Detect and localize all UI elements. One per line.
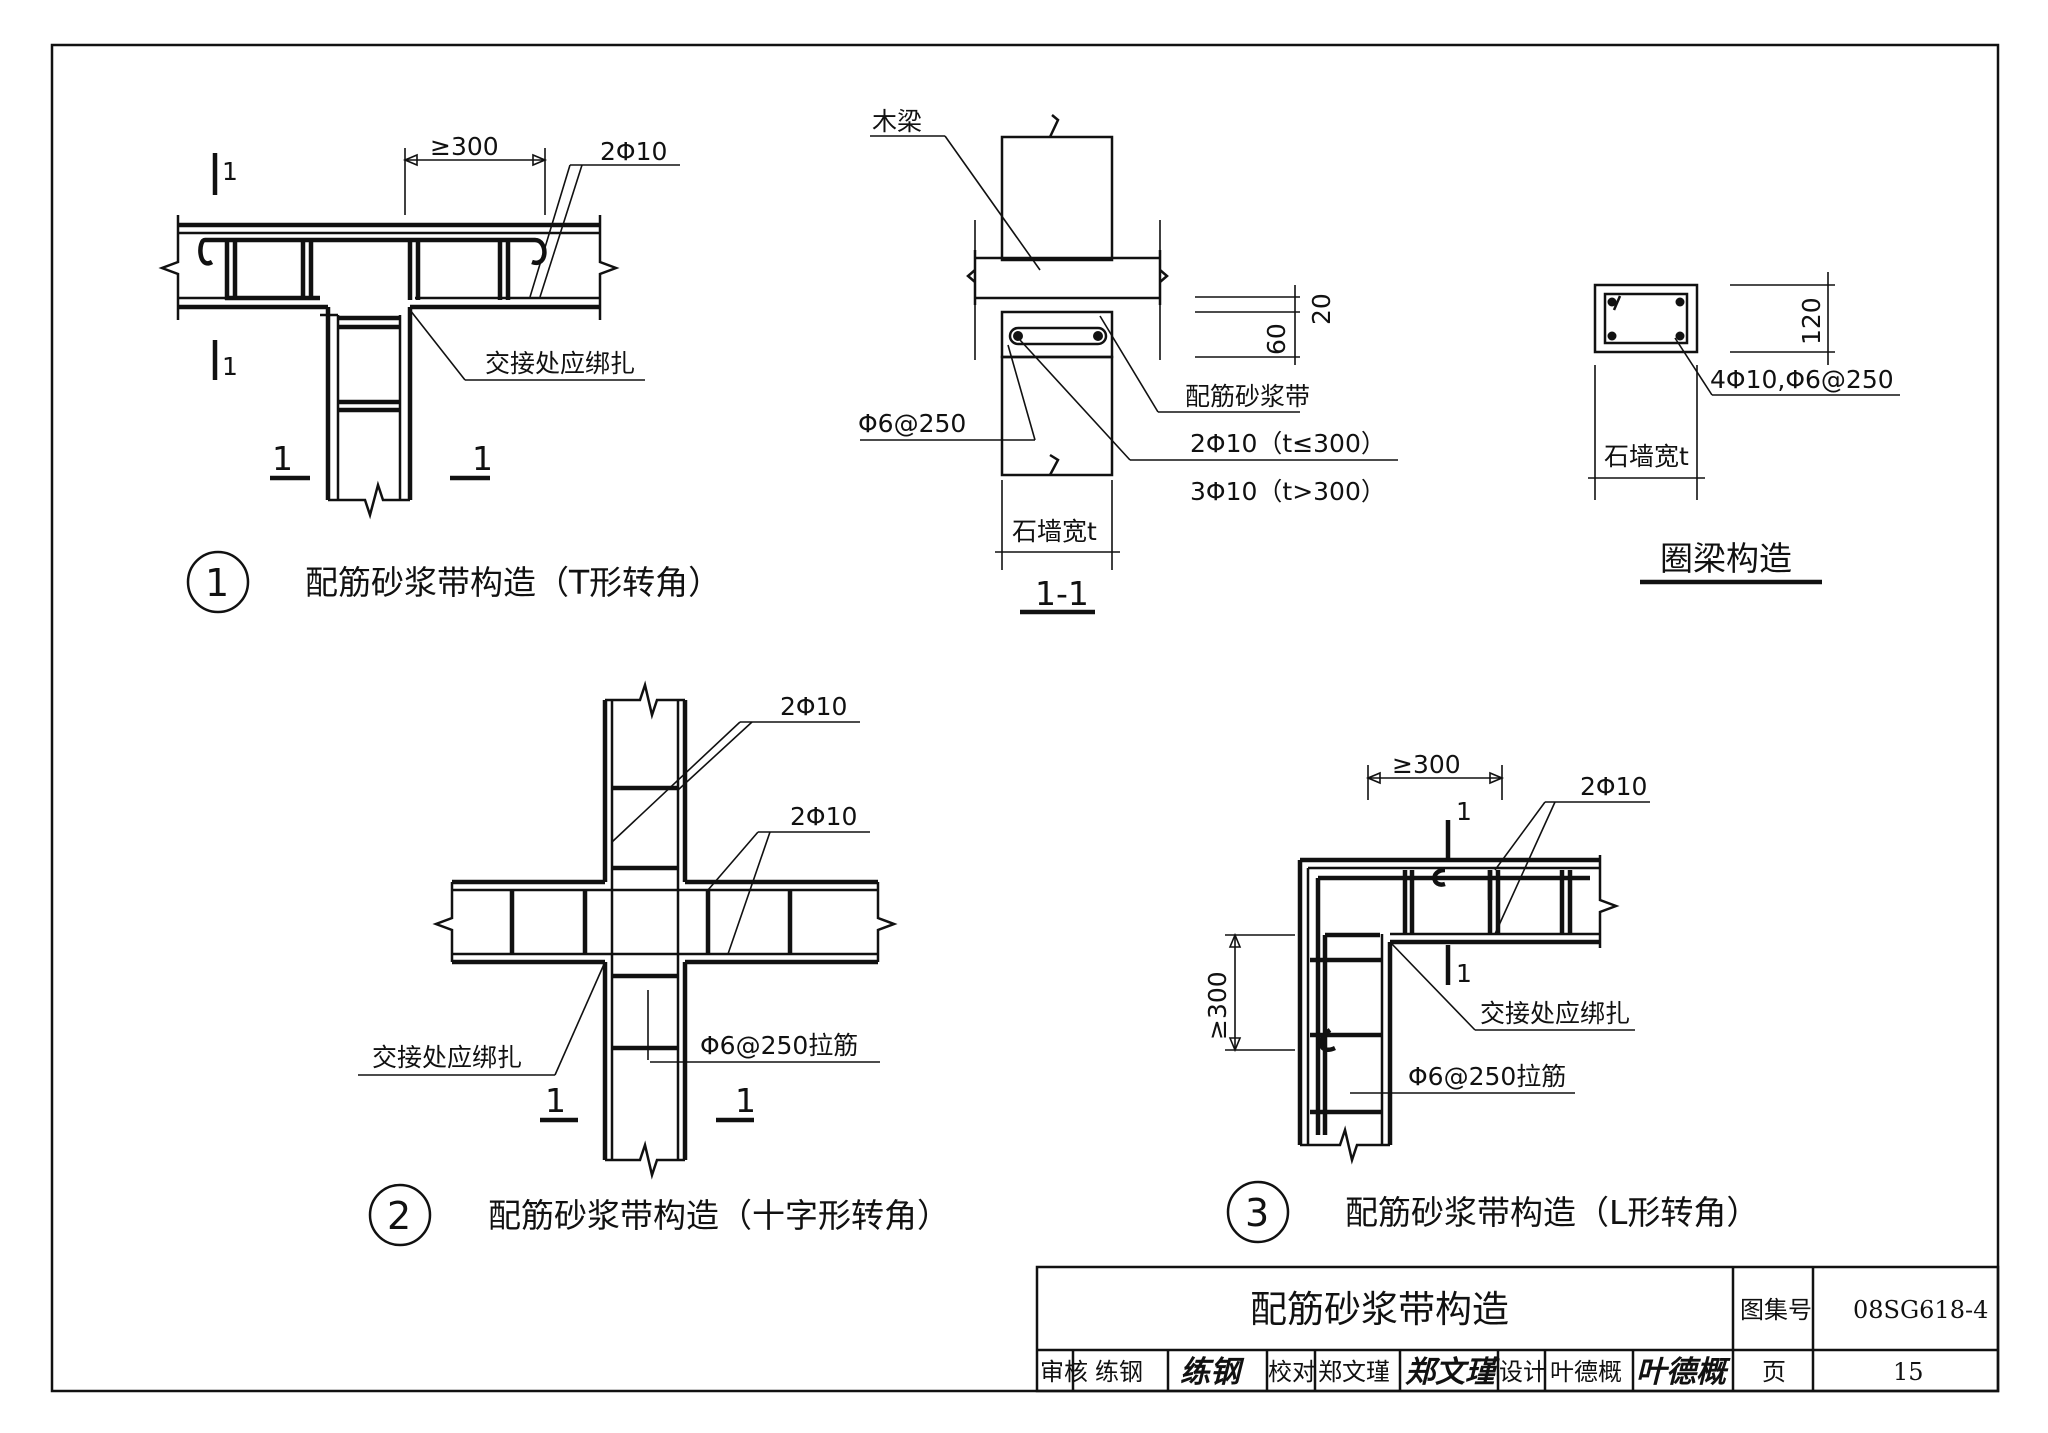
figure-number-circle-2 <box>368 1183 432 1247</box>
figure-1-t-corner: 1 1 1 1 ≥300 2Φ10 交接处应绑扎 1 配筋砂浆带构造（T形转角） <box>158 132 721 614</box>
section-mark-top: 1 <box>1456 797 1472 826</box>
figure-2-cross-corner: 2Φ10 2Φ10 交接处应绑扎 Φ6@250拉筋 1 1 2 配筋砂浆带构造（… <box>358 680 950 1247</box>
tie-note: 交接处应绑扎 <box>1480 999 1630 1028</box>
figure-number-1: 1 <box>205 561 229 605</box>
link-note: Φ6@250拉筋 <box>1408 1062 1566 1091</box>
section-mark-right: 1 <box>735 1081 756 1120</box>
section-mark-left: 1 <box>272 439 293 478</box>
rebar-note-vertical: 2Φ10 <box>780 692 847 721</box>
figure-1-caption: 配筋砂浆带构造（T形转角） <box>305 563 721 602</box>
figure-number-circle-3 <box>1226 1180 1290 1244</box>
wood-beam-label: 木梁 <box>872 107 922 136</box>
page-number: 15 <box>1893 1358 1924 1386</box>
design-label: 设计 <box>1499 1358 1547 1386</box>
section-mark-right: 1 <box>472 439 493 478</box>
figure-number-2: 2 <box>387 1194 411 1238</box>
dimension-min-300-v: ≥300 <box>1203 971 1232 1040</box>
reviewer-name: 练钢 <box>1095 1358 1143 1386</box>
dimension-min-300: ≥300 <box>430 132 499 161</box>
reviewer-signature: 练钢 <box>1180 1355 1245 1390</box>
dimension-min-300-h: ≥300 <box>1392 750 1461 779</box>
figure-2-caption: 配筋砂浆带构造（十字形转角） <box>488 1196 950 1235</box>
section-title: 1-1 <box>1035 574 1089 613</box>
sheet-border <box>50 43 2000 1393</box>
mortar-band-label: 配筋砂浆带 <box>1185 382 1310 411</box>
section-1-1: 木梁 20 60 配筋砂浆带 Φ6@250 2Φ10（t≤300） 3Φ10（t… <box>858 107 1398 615</box>
checker-signature: 郑文瑾 <box>1405 1355 1500 1390</box>
dimension-120: 120 <box>1797 297 1826 345</box>
link-note: Φ6@250拉筋 <box>700 1031 858 1060</box>
section-mark-bottom: 1 <box>1456 959 1472 988</box>
review-label: 审核 <box>1040 1358 1088 1386</box>
wall-width-label: 石墙宽t <box>1012 517 1097 546</box>
rebar-thick-wall: 3Φ10（t>300） <box>1190 477 1386 506</box>
figure-3-caption: 配筋砂浆带构造（L形转角） <box>1345 1193 1759 1232</box>
drawing-title: 配筋砂浆带构造 <box>1250 1288 1509 1331</box>
rebar-note-2phi10: 2Φ10 <box>1580 772 1647 801</box>
atlas-number: 08SG618-4 <box>1853 1296 1988 1324</box>
ring-beam-rebar: 4Φ10,Φ6@250 <box>1710 365 1894 394</box>
ring-beam-detail: 120 4Φ10,Φ6@250 石墙宽t 圈梁构造 <box>1588 272 1900 585</box>
section-mark-top: 1 <box>222 157 238 186</box>
check-label: 校对 <box>1268 1358 1316 1386</box>
checker-name: 郑文瑾 <box>1318 1358 1390 1386</box>
section-mark-left: 1 <box>545 1081 566 1120</box>
figure-3-l-corner: 1 1 ≥300 ≥300 2Φ10 交接处应绑扎 Φ6@250拉筋 3 配筋砂… <box>1203 750 1759 1244</box>
designer-name: 叶德概 <box>1550 1358 1622 1386</box>
section-mark-bottom: 1 <box>222 352 238 381</box>
title-block: 配筋砂浆带构造 图集号 08SG618-4 审核 练钢 练钢 校对 郑文瑾 郑文… <box>1035 1265 2000 1393</box>
dimension-20: 20 <box>1307 293 1336 325</box>
rebar-note-2phi10: 2Φ10 <box>600 137 667 166</box>
designer-signature: 叶德概 <box>1636 1355 1731 1390</box>
atlas-label: 图集号 <box>1740 1296 1812 1324</box>
rebar-note-horizontal: 2Φ10 <box>790 802 857 831</box>
tie-note: 交接处应绑扎 <box>485 349 635 378</box>
figure-number-circle-1 <box>186 550 250 614</box>
stirrup-label: Φ6@250 <box>858 409 966 438</box>
ring-beam-wall-width: 石墙宽t <box>1604 442 1689 471</box>
dimension-60: 60 <box>1262 323 1291 355</box>
figure-number-3: 3 <box>1245 1191 1269 1235</box>
tie-note: 交接处应绑扎 <box>372 1043 522 1072</box>
rebar-thin-wall: 2Φ10（t≤300） <box>1190 429 1386 458</box>
page-label: 页 <box>1762 1358 1786 1386</box>
ring-beam-title: 圈梁构造 <box>1660 539 1792 578</box>
